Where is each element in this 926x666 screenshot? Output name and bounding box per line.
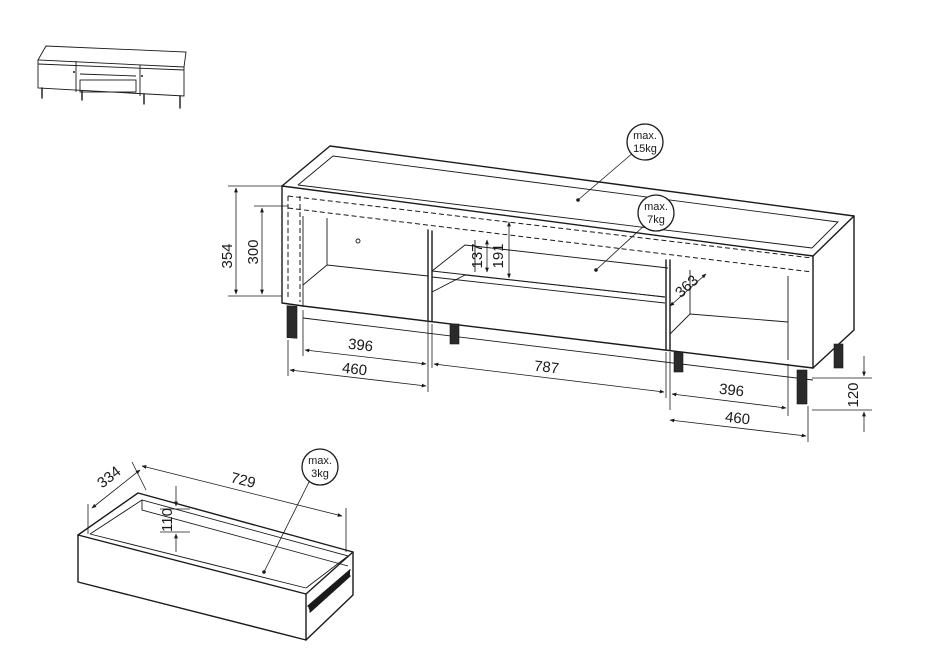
dim-drawer-height: 110 xyxy=(159,508,176,532)
dim-height-total: 354 xyxy=(219,243,236,268)
dim-right-outer-width: 460 xyxy=(724,409,751,429)
dim-middle-width: 787 xyxy=(533,358,560,378)
dim-depth: 363 xyxy=(672,272,702,301)
load-badge-drawer-line1: max. xyxy=(308,455,332,467)
load-badge-top-line2: 15kg xyxy=(633,143,657,155)
dim-shelf-gap-large: 191 xyxy=(490,243,507,268)
dim-left-inner-width: 396 xyxy=(347,336,374,356)
dim-drawer-width: 729 xyxy=(229,469,257,492)
thumbnail-front-view xyxy=(37,45,187,109)
load-badge-top-line1: max. xyxy=(633,130,657,142)
drawer-dimensions xyxy=(87,461,347,552)
load-badge-drawer-line2: 3kg xyxy=(311,468,329,480)
load-badge-top: max. 15kg xyxy=(626,123,664,161)
load-badge-shelf-line2: 7kg xyxy=(647,214,665,226)
drawer xyxy=(77,492,354,641)
load-badge-shelf-line1: max. xyxy=(644,201,668,213)
dim-height-inner: 300 xyxy=(245,239,262,264)
load-badge-shelf: max. 7kg xyxy=(637,194,675,232)
dim-left-outer-width: 460 xyxy=(341,360,368,380)
cabinet-dimensions xyxy=(228,185,872,442)
load-badge-drawer: max. 3kg xyxy=(301,448,339,486)
dim-drawer-depth: 334 xyxy=(94,463,124,492)
dim-right-inner-width: 396 xyxy=(718,381,745,401)
dim-leg-height: 120 xyxy=(845,382,862,407)
dim-shelf-gap-small: 137 xyxy=(469,243,486,268)
tv-cabinet xyxy=(281,145,855,405)
